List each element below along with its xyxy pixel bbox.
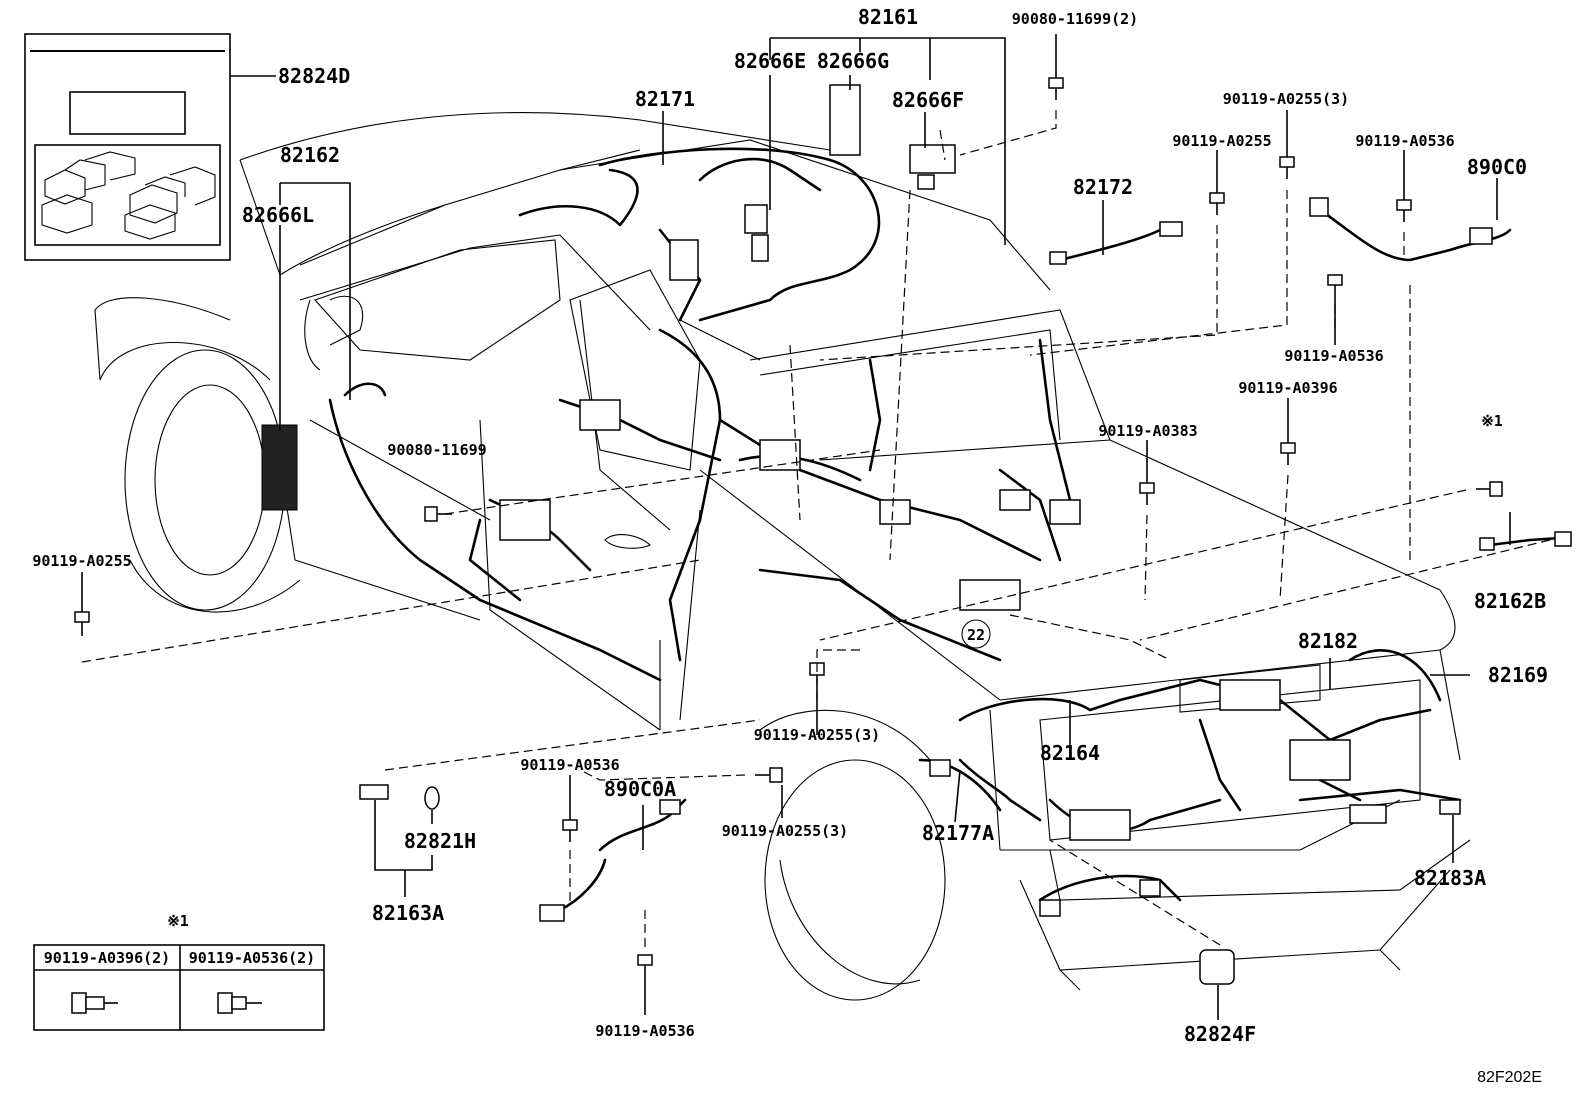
bolt-90119-a0536-low [562, 819, 578, 842]
legend-table: ※1 90119-A0396(2) 90119-A0536(2) [33, 912, 325, 1031]
label-82161: 82161 [858, 5, 918, 29]
label-82666g: 82666G [817, 49, 889, 73]
bolt-90119-a0396 [1280, 442, 1296, 465]
label-90119-a0396: 90119-A0396 [1238, 379, 1337, 397]
legend-col2: 90119-A0536(2) [189, 949, 315, 967]
dashed-leaders [81, 110, 1551, 947]
label-82171: 82171 [635, 87, 695, 111]
bolt-90119-a0536-mid [1327, 274, 1343, 297]
label-82666e: 82666E [734, 49, 806, 73]
label-890c0: 890C0 [1467, 155, 1527, 179]
label-82164: 82164 [1040, 741, 1100, 765]
vehicle-body [94, 112, 1471, 1001]
label-90119-a0255-3-mid: 90119-A0255(3) [754, 726, 880, 744]
inset-82824d [24, 33, 276, 261]
label-90119-a0255-3-low: 90119-A0255(3) [722, 822, 848, 840]
label-90119-a0255-top: 90119-A0255 [1172, 132, 1271, 150]
label-82177a: 82177A [922, 821, 994, 845]
bolt-90119-a0255-3-top [1279, 156, 1295, 179]
label-star1-right: ※1 [1481, 412, 1503, 430]
label-90119-a0536-bottom: 90119-A0536 [595, 1022, 694, 1040]
legend-col1: 90119-A0396(2) [44, 949, 170, 967]
label-90119-a0536-mid: 90119-A0536 [1284, 347, 1383, 365]
label-82666l: 82666L [242, 203, 314, 227]
label-82821h: 82821H [404, 829, 476, 853]
bolt-90119-a0255-left [74, 611, 90, 636]
label-82162b: 82162B [1474, 589, 1546, 613]
bolt-90119-a0536-top [1396, 199, 1412, 222]
legend-bolt-icon-1 [71, 992, 118, 1014]
label-90119-a0255-3-top: 90119-A0255(3) [1223, 90, 1349, 108]
bolt-90080-11699-2 [1048, 77, 1064, 100]
diagram-code: 82F202E [1477, 1069, 1542, 1086]
bolt-90119-a0383 [1139, 482, 1155, 505]
label-90080-11699-2: 90080-11699(2) [1012, 10, 1138, 28]
label-82183a: 82183A [1414, 866, 1486, 890]
part-labels: 82161 90080-11699(2) 82824D 82666E 82666… [32, 5, 1548, 1046]
label-82824d: 82824D [278, 64, 350, 88]
label-82169: 82169 [1488, 663, 1548, 687]
label-82163a: 82163A [372, 901, 444, 925]
bolt-90119-a0255-top [1209, 192, 1225, 215]
bolt-90119-a0536-bottom [637, 954, 653, 977]
label-90080-11699: 90080-11699 [387, 441, 486, 459]
label-890c0a: 890C0A [604, 777, 676, 801]
connectors [261, 84, 1572, 985]
label-90119-a0255-left: 90119-A0255 [32, 552, 131, 570]
leader-lines [81, 34, 1511, 1020]
legend-bolt-icon-2 [217, 992, 262, 1014]
label-90119-a0536-low: 90119-A0536 [520, 756, 619, 774]
bolt-90080-11699 [424, 506, 452, 522]
label-ref-22: 22 [967, 626, 985, 644]
label-82172: 82172 [1073, 175, 1133, 199]
label-82666f: 82666F [892, 88, 964, 112]
legend-mark: ※1 [167, 912, 189, 930]
bolt-star1 [1476, 481, 1503, 497]
label-90119-a0383: 90119-A0383 [1098, 422, 1197, 440]
label-82824f: 82824F [1184, 1022, 1256, 1046]
label-82182: 82182 [1298, 629, 1358, 653]
label-82162: 82162 [280, 143, 340, 167]
label-90119-a0536-top: 90119-A0536 [1355, 132, 1454, 150]
bolt-90119-a0255-3-low [755, 767, 783, 783]
